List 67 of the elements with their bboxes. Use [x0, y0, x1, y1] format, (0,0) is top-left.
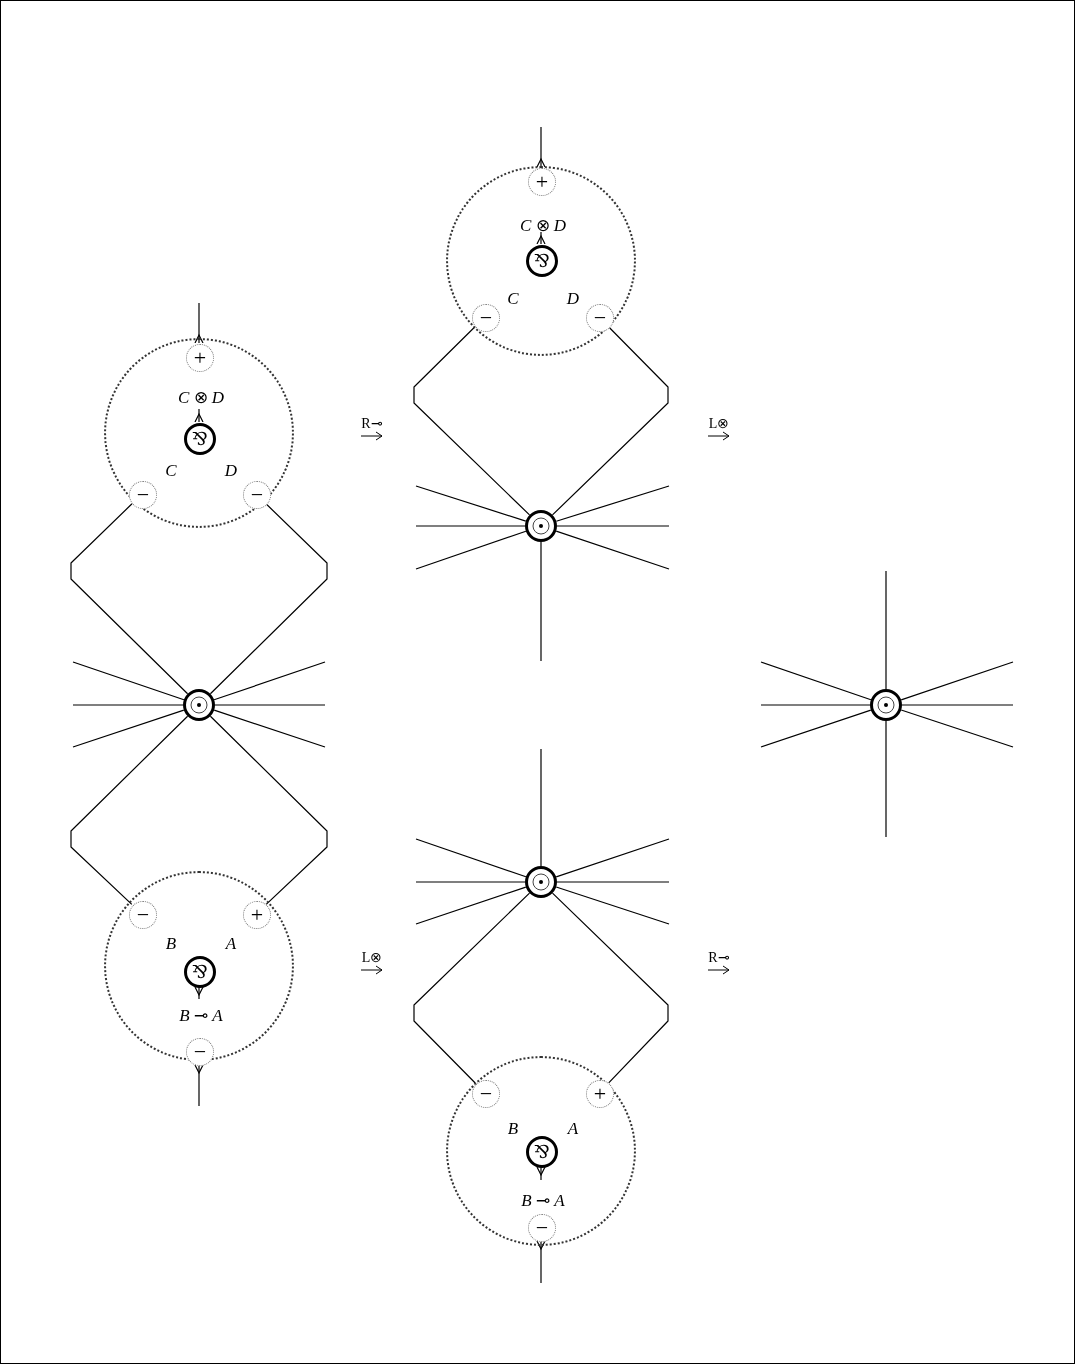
cut-node [870, 689, 902, 721]
type-label: C [165, 461, 177, 479]
wire-stub [415, 530, 527, 570]
par-node: ⅋ [526, 245, 558, 277]
type-label: B [165, 934, 177, 952]
rule-label: R⊸ [361, 417, 383, 431]
wire-stub [415, 886, 527, 925]
wire-stub [415, 881, 526, 883]
wire-stub [213, 661, 326, 701]
wire-stub [72, 709, 185, 748]
cut-node [525, 866, 557, 898]
type-label: A [567, 1119, 579, 1137]
cut-node [183, 689, 215, 721]
wire-stub [72, 661, 185, 701]
type-label: B [507, 1119, 519, 1137]
type-label: B ⊸ A [521, 1191, 565, 1209]
wire-stub [540, 541, 542, 662]
wire-stub [556, 525, 670, 527]
wire-stub [214, 704, 326, 706]
wire [413, 326, 531, 516]
rule-label: R⊸ [708, 951, 730, 965]
wire-stub [555, 886, 670, 925]
cut-node [525, 510, 557, 542]
wire-stub [536, 1240, 546, 1284]
wire-stub [760, 709, 872, 748]
wire-stub [536, 1166, 546, 1181]
wire-stub [555, 530, 670, 570]
wire-stub [900, 661, 1014, 701]
wire-stub [760, 704, 871, 706]
wire [70, 503, 189, 695]
wire-stub [556, 881, 670, 883]
type-label: B ⊸ A [179, 1006, 223, 1024]
type-label: D [566, 289, 580, 307]
wire [70, 715, 189, 905]
wire-stub [900, 709, 1014, 748]
type-label: D [224, 461, 238, 479]
wire-stub [555, 485, 670, 522]
type-label: A [225, 934, 237, 952]
wire-stub [555, 838, 670, 878]
par-node: ⅋ [184, 423, 216, 455]
wire-stub [194, 302, 204, 344]
wire-stub [72, 704, 184, 706]
wire-stub [415, 525, 526, 527]
wire [551, 326, 669, 516]
wire-stub [213, 709, 326, 748]
wire-stub [536, 231, 546, 245]
wire [551, 892, 669, 1084]
wire-stub [415, 838, 527, 878]
wire-stub [885, 720, 887, 838]
wire-stub [194, 986, 204, 1000]
type-label: C ⊗ D [177, 388, 225, 406]
par-node: ⅋ [184, 956, 216, 988]
wire-stub [901, 704, 1014, 706]
wire-stub [540, 748, 542, 867]
wire [413, 892, 531, 1084]
wire [209, 503, 328, 695]
rule-label: L⊗ [361, 951, 383, 965]
wire-stub [885, 570, 887, 690]
wire-stub [415, 485, 527, 522]
type-label: C [507, 289, 519, 307]
par-node: ⅋ [526, 1136, 558, 1168]
wire-stub [760, 661, 872, 701]
rule-label: L⊗ [708, 417, 730, 431]
wire-stub [536, 126, 546, 168]
type-label: C ⊗ D [519, 216, 567, 234]
wire-stub [194, 1064, 204, 1107]
wire-stub [194, 408, 204, 423]
